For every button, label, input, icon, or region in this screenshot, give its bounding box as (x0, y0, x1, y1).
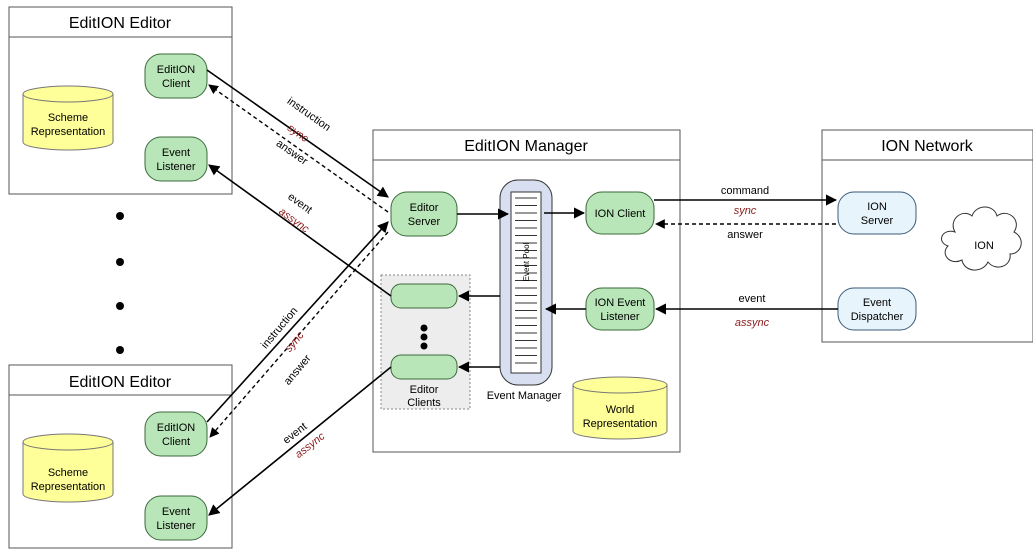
svg-text:Representation: Representation (31, 481, 106, 493)
editor-bottom-panel: EditION Editor Scheme Representation Edi… (8, 364, 233, 549)
event-listener-node-top[interactable]: Event Listener (144, 136, 208, 182)
event-manager-label: Event Manager (487, 390, 562, 402)
svg-text:Client: Client (162, 436, 190, 448)
label-command: command (721, 185, 769, 197)
svg-text:Event: Event (162, 506, 190, 518)
edition-client-node-bottom[interactable]: EditION Client (144, 411, 208, 457)
scheme-representation-cylinder-top: Scheme Representation (22, 85, 114, 151)
event-pool-label: Event Pool (522, 242, 531, 281)
svg-text:ION Client: ION Client (595, 208, 646, 220)
svg-text:Representation: Representation (583, 418, 658, 430)
svg-text:Listener: Listener (156, 520, 195, 532)
manager-title: EditION Manager (464, 138, 588, 155)
svg-text:EditION: EditION (157, 64, 196, 76)
network-title: ION Network (881, 138, 974, 155)
svg-text:Scheme: Scheme (48, 467, 88, 479)
event-dispatcher-node[interactable]: Event Dispatcher (837, 287, 917, 331)
svg-text:ION: ION (867, 201, 887, 213)
ion-cloud-icon: ION (941, 206, 1022, 271)
event-listener-node-bottom[interactable]: Event Listener (144, 495, 208, 541)
svg-text:Server: Server (861, 215, 894, 227)
ion-network-panel: ION Network ION Server Event Dispatcher … (821, 129, 1033, 343)
editor-clients-group: Editor Clients (380, 274, 471, 410)
svg-text:ION: ION (974, 240, 994, 252)
world-representation-cylinder: World Representation (572, 376, 668, 440)
connection-arrows (206, 69, 838, 516)
svg-text:World: World (606, 404, 635, 416)
svg-text:Dispatcher: Dispatcher (851, 311, 904, 323)
event-pool: Event Pool (499, 179, 553, 386)
svg-text:Event: Event (162, 147, 190, 159)
editor-client-node-1[interactable] (390, 283, 458, 309)
event-pool-slots (515, 197, 537, 364)
scheme-representation-cylinder-bottom: Scheme Representation (22, 433, 114, 503)
svg-text:ION Event: ION Event (595, 297, 646, 309)
editor-server-node[interactable]: Editor Server (390, 191, 458, 237)
label-sync-bottom: sync (283, 329, 307, 354)
edition-client-node-top[interactable]: EditION Client (144, 53, 208, 99)
svg-text:EditION: EditION (157, 422, 196, 434)
scheme-label-line2: Representation (31, 126, 106, 138)
editor-top-panel: EditION Editor Scheme Representation Edi… (8, 6, 233, 195)
label-assync-network: assync (735, 317, 770, 329)
svg-text:Server: Server (408, 216, 441, 228)
label-answer-bottom: answer (282, 352, 314, 387)
svg-text:Clients: Clients (407, 397, 441, 409)
ion-server-node[interactable]: ION Server (837, 191, 917, 235)
svg-text:Listener: Listener (156, 161, 195, 173)
label-sync-network: sync (734, 205, 757, 217)
editor-bottom-title: EditION Editor (69, 374, 172, 391)
label-event-network: event (739, 293, 766, 305)
svg-text:Editor: Editor (410, 202, 439, 214)
svg-text:Client: Client (162, 78, 190, 90)
ellipsis-dots-vertical (116, 212, 124, 354)
editor-client-node-n[interactable] (390, 354, 458, 380)
svg-text:Editor: Editor (410, 384, 439, 396)
label-answer-network: answer (727, 229, 763, 241)
ion-client-node[interactable]: ION Client (585, 191, 655, 235)
edition-manager-panel: EditION Manager Editor Clients Editor Se… (372, 129, 681, 453)
svg-text:Event: Event (863, 297, 891, 309)
editor-top-title: EditION Editor (69, 15, 172, 32)
scheme-label-line1: Scheme (48, 112, 88, 124)
ion-event-listener-node[interactable]: ION Event Listener (585, 287, 655, 331)
svg-text:Listener: Listener (600, 311, 639, 323)
